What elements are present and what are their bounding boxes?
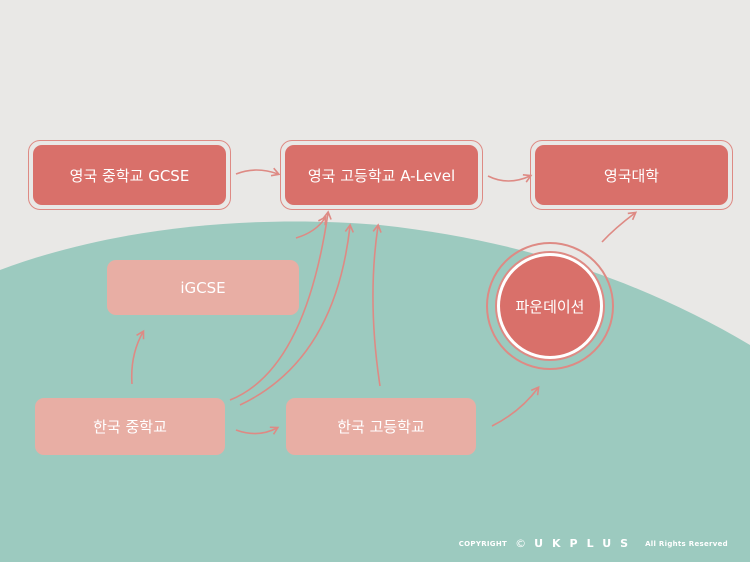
uk-university-box: 영국대학 [535, 145, 728, 205]
uk-university-outline [530, 140, 733, 210]
arrow-igcse-to-alevel [295, 215, 327, 239]
arrow-krmiddle-to-alevel-1 [229, 210, 332, 401]
arrow-foundation-to-univ [601, 211, 638, 243]
korea-high-school-box: 한국 고등학교 [286, 398, 476, 455]
copyright-symbol: © [515, 537, 527, 550]
copyright-label: COPYRIGHT [458, 539, 508, 548]
igcse-box: iGCSE [107, 260, 299, 315]
uk-high-outline [280, 140, 483, 210]
arrow-gcse-to-alevel [235, 167, 281, 177]
arrow-alevel-to-univ [487, 174, 533, 183]
foundation-circle-outline [486, 242, 614, 370]
rights-text: All Rights Reserved [645, 539, 728, 548]
uk-middle-outline [28, 140, 231, 210]
uk-high-school-alevel-box: 영국 고등학교 A-Level [285, 145, 478, 205]
uk-middle-school-gcse-box: 영국 중학교 GCSE [33, 145, 226, 205]
arrow-krhigh-to-foundation [491, 385, 540, 427]
arrow-krmiddle-to-krhigh [235, 426, 280, 435]
arrow-krmiddle-to-igcse [130, 329, 145, 385]
arrow-krmiddle-to-alevel-2 [239, 223, 355, 406]
foundation-circle: 파운데이션 [497, 253, 603, 359]
copyright-footer: COPYRIGHT © UKPLUS All Rights Reserved [459, 537, 728, 550]
arrow-krhigh-to-alevel [372, 223, 382, 387]
brand-name: UKPLUS [534, 537, 638, 550]
korea-middle-school-box: 한국 중학교 [35, 398, 225, 455]
